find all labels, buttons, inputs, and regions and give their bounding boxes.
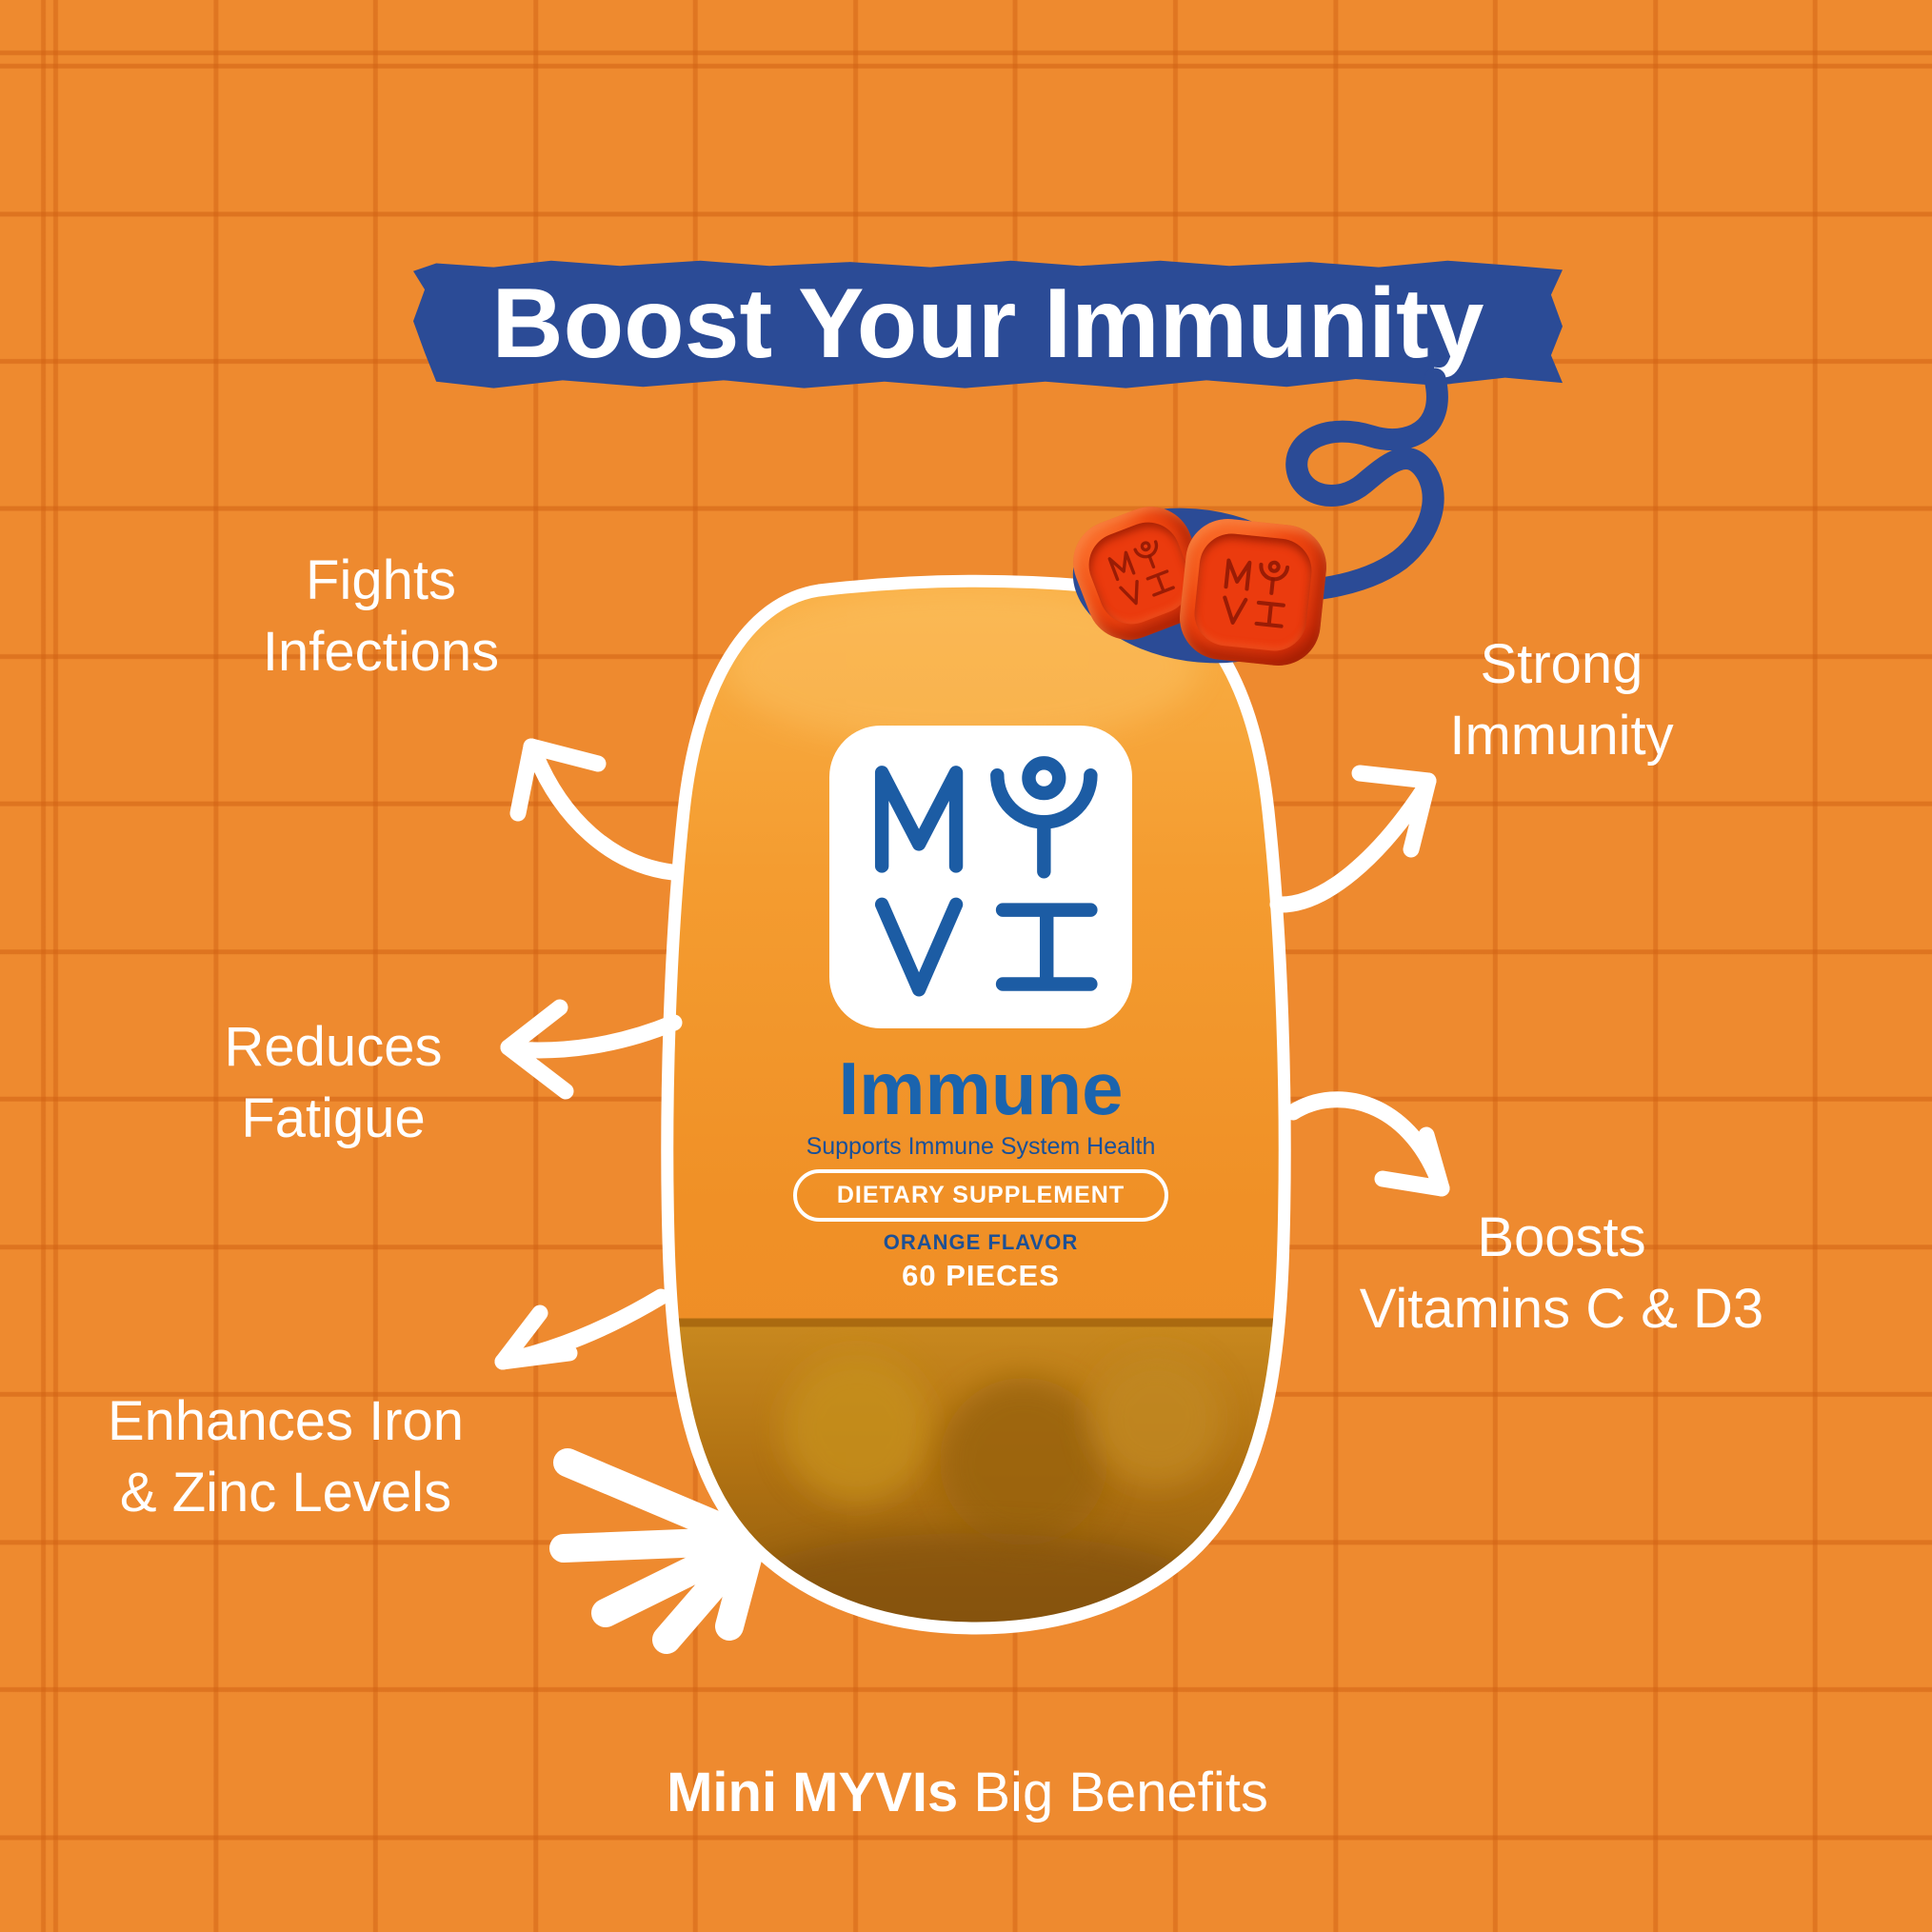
footer-tagline-bold: Mini MYVIs — [667, 1762, 959, 1823]
benefit-line: Fatigue — [241, 1087, 426, 1150]
product-count: 60 PIECES — [902, 1259, 1060, 1292]
arrow-fights-infections-icon — [509, 738, 681, 881]
squiggle-doodle-icon — [1269, 368, 1448, 604]
myvi-gummy-logo-icon — [1096, 529, 1183, 616]
benefit-line: Boosts — [1477, 1206, 1646, 1268]
benefit-line: & Zinc Levels — [119, 1462, 452, 1524]
benefit-label-enhances-iron-zinc: Enhances Iron & Zinc Levels — [19, 1385, 552, 1529]
sparkle-burst-icon — [549, 1448, 767, 1654]
headline-banner: Boost Your Immunity — [413, 260, 1563, 388]
badge-row: DIETARY SUPPLEMENT — [667, 1169, 1295, 1222]
benefit-line: Strong — [1480, 633, 1643, 695]
product-tagline: Supports Immune System Health — [806, 1133, 1156, 1160]
page-title: Boost Your Immunity — [491, 269, 1484, 379]
arrow-boosts-vitamins-icon — [1285, 1091, 1450, 1197]
product-flavor: ORANGE FLAVOR — [883, 1230, 1079, 1254]
benefit-line: Vitamins C & D3 — [1359, 1278, 1764, 1341]
benefit-label-strong-immunity: Strong Immunity — [1324, 628, 1800, 772]
benefit-line: Reduces — [224, 1016, 443, 1078]
footer-tagline: Mini MYVIs Big Benefits — [476, 1761, 1459, 1824]
arrow-enhances-iron-icon — [494, 1288, 669, 1370]
brand-logo-panel — [829, 726, 1132, 1028]
benefit-line: Immunity — [1449, 705, 1674, 767]
benefit-line: Fights — [306, 549, 456, 611]
gummy-face — [1191, 530, 1315, 654]
arrow-reduces-fatigue-icon — [500, 999, 683, 1100]
benefit-line: Infections — [262, 621, 500, 684]
dietary-supplement-badge: DIETARY SUPPLEMENT — [792, 1169, 1169, 1222]
benefit-label-reduces-fatigue: Reduces Fatigue — [95, 1011, 571, 1155]
gummy-candy-right — [1175, 514, 1331, 670]
product-name: Immune — [838, 1046, 1124, 1130]
benefit-label-fights-infections: Fights Infections — [143, 545, 619, 688]
myvi-logo-icon — [838, 734, 1124, 1020]
footer-tagline-regular: Big Benefits — [973, 1762, 1268, 1823]
benefit-label-boosts-vitamins: Boosts Vitamins C & D3 — [1285, 1202, 1838, 1345]
arrow-strong-immunity-icon — [1269, 765, 1437, 913]
myvi-gummy-logo-icon — [1208, 548, 1297, 636]
benefit-line: Enhances Iron — [107, 1390, 465, 1452]
